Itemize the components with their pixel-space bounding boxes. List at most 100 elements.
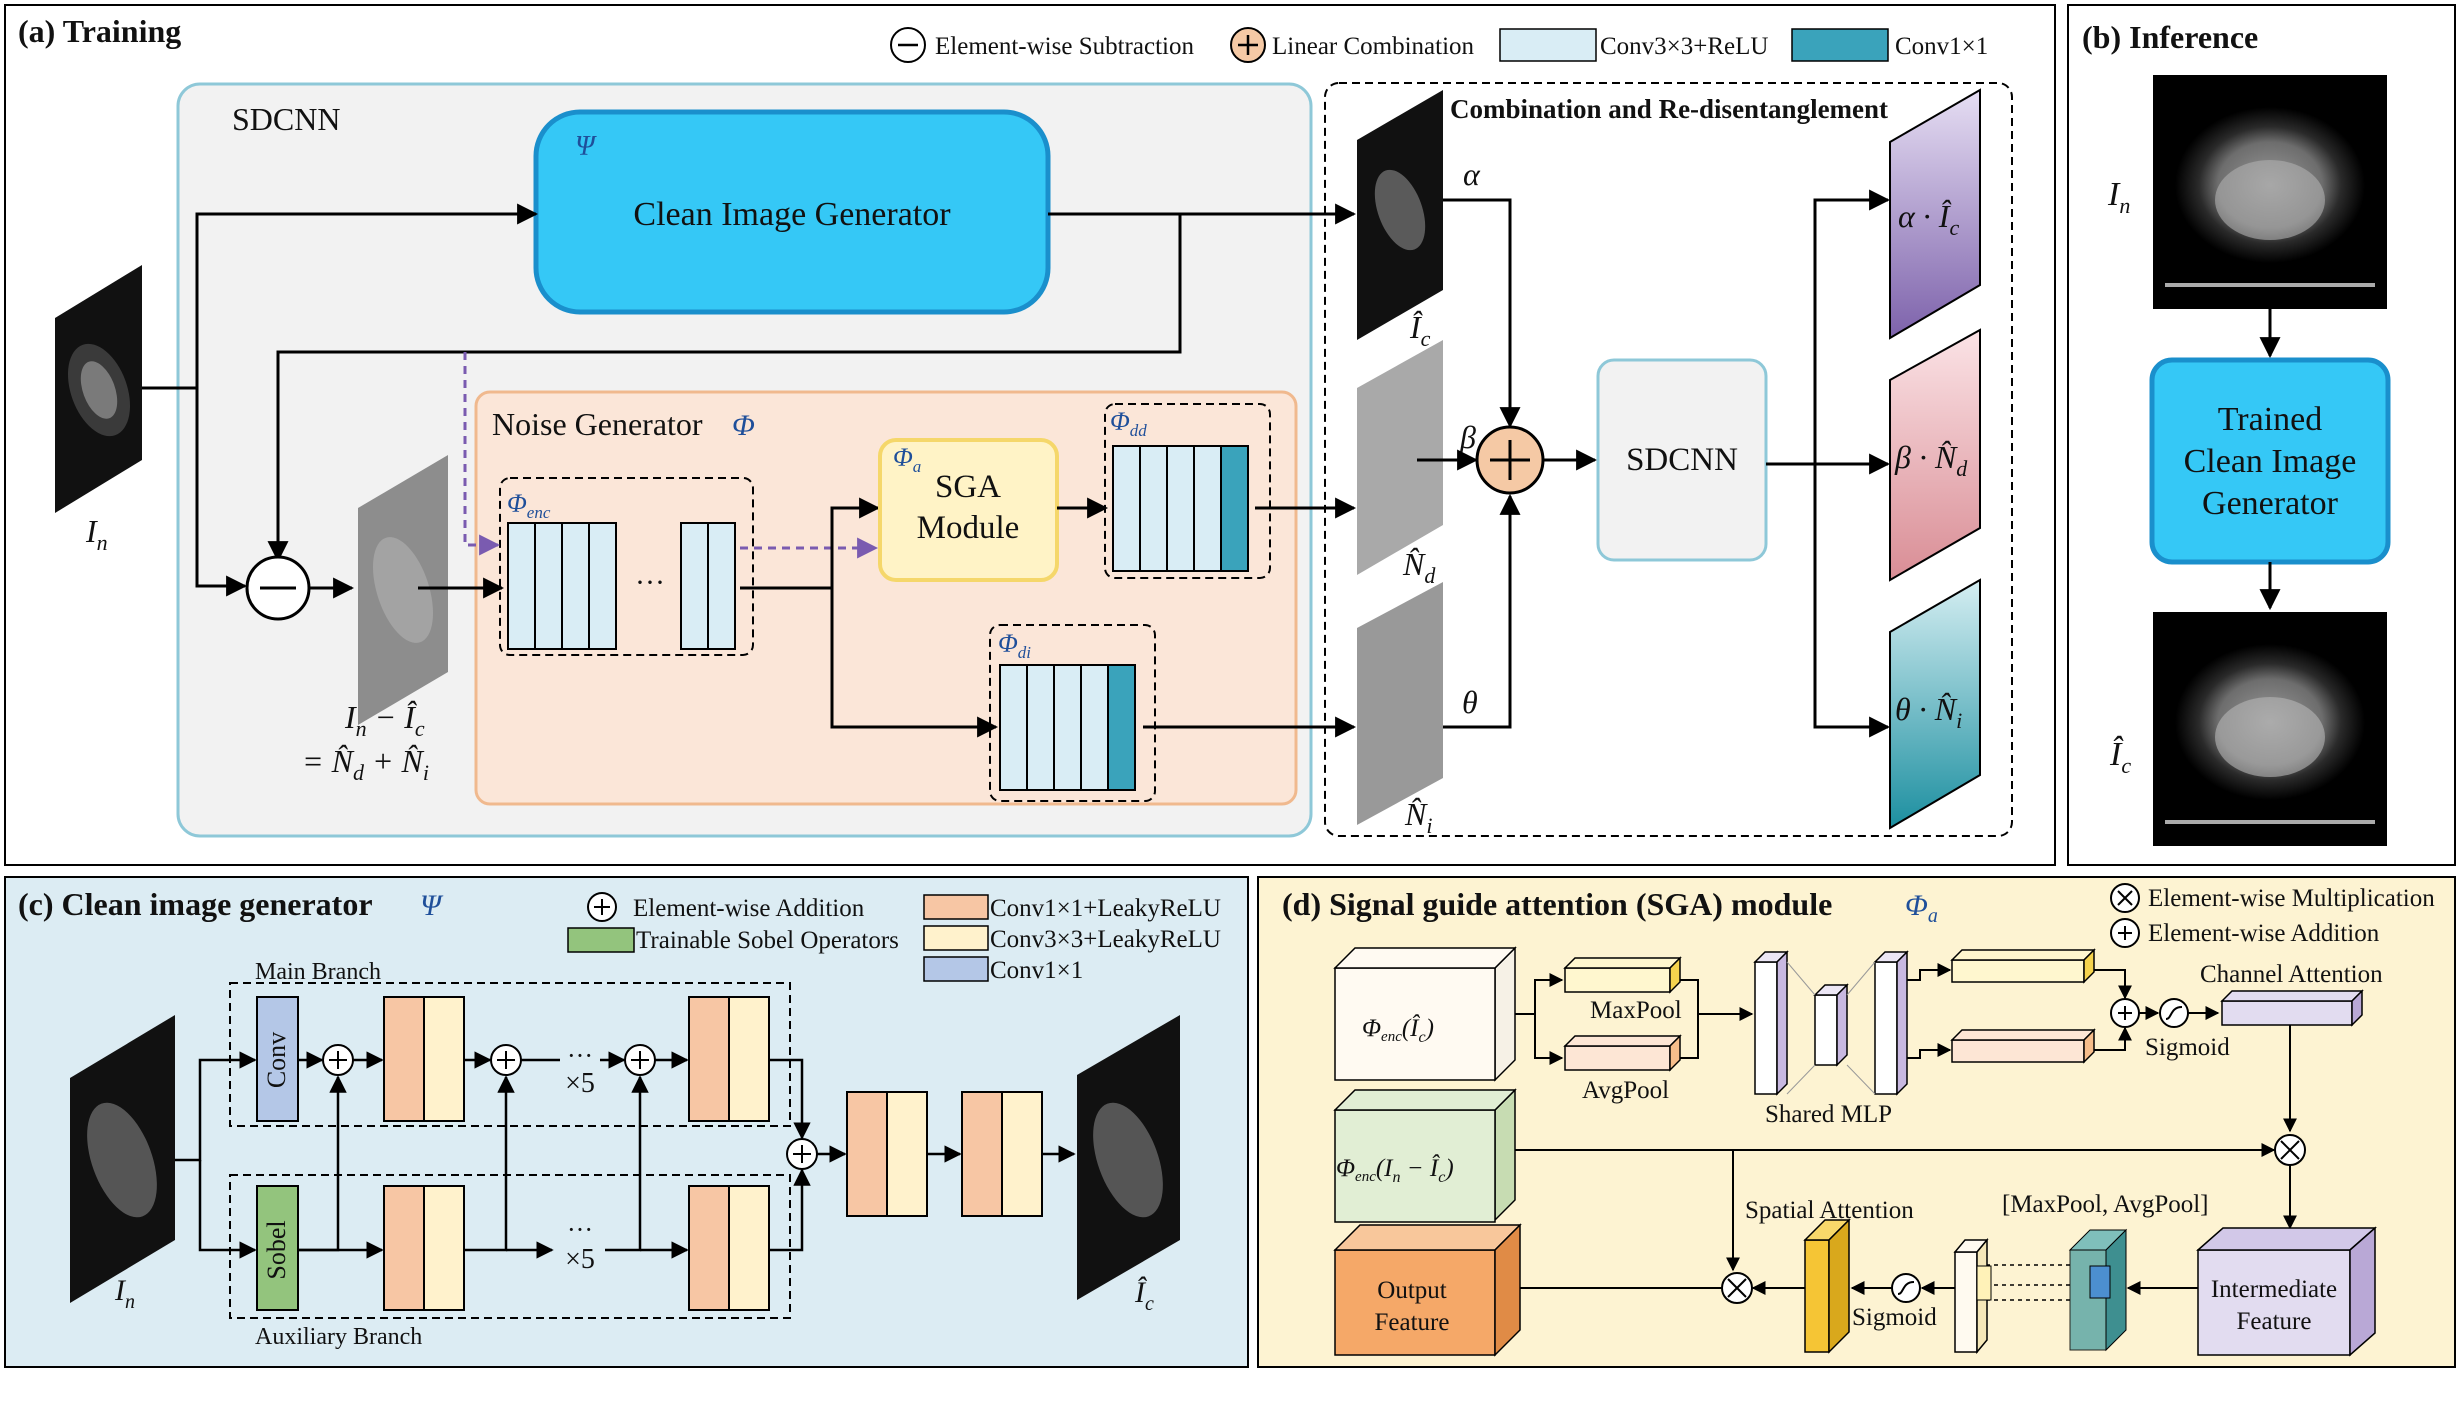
maxpool-bar: [1563, 956, 1682, 994]
pooled-feature-stack: [2068, 1228, 2128, 1352]
legend-conv1-c: Conv1×1: [990, 957, 1083, 984]
output-beta-nd: [1889, 328, 1981, 582]
main-branch-box: [229, 982, 791, 1127]
enc-residual-label: Φenc(In − Îc): [1336, 1154, 1454, 1186]
decoder-di-blocks: [999, 664, 1136, 791]
sga-module-box: [878, 438, 1059, 582]
phi-dd-label: Φdd: [1110, 407, 1147, 440]
output-theta-ni: [1889, 578, 1981, 830]
inference-output-label: Îc: [2109, 736, 2131, 778]
trained-line1: Trained: [2218, 401, 2323, 438]
mlp-out-max: [1950, 948, 2096, 984]
input-label: In: [85, 513, 108, 555]
panel-d-phi: Φa: [1905, 889, 1938, 927]
main-resblock-1: [383, 996, 465, 1122]
beta-label: β: [1459, 419, 1476, 455]
sdcnn-box-label: SDCNN: [1626, 442, 1738, 478]
intermediate-feature-cube: [2196, 1226, 2377, 1357]
output-feature-line1: Output: [1377, 1277, 1447, 1304]
output-alpha-ic: [1889, 88, 1981, 340]
arrow-encoder-to-di: [830, 588, 999, 738]
inference-input-label: In: [2107, 176, 2130, 218]
input-ct-image: [55, 265, 142, 513]
avgpool-label: AvgPool: [1582, 1077, 1669, 1104]
spatial-attention-label: Spatial Attention: [1745, 1197, 1914, 1224]
ni-label: N̂i: [1404, 796, 1432, 838]
legend-conv1-leaky-swatch: [923, 894, 989, 920]
max-avg-pool-label: [MaxPool, AvgPool]: [2002, 1191, 2209, 1218]
legend-subtraction: Element-wise Subtraction: [935, 33, 1194, 60]
pooled-two-channel: [1953, 1237, 1992, 1355]
legend-conv3-relu: Conv3×3+ReLU: [1600, 33, 1768, 60]
decoder-dd-dashed-box: [1104, 403, 1271, 579]
channel-attention-label: Channel Attention: [2200, 961, 2383, 988]
enc-ic-label: Φenc(Îc): [1362, 1014, 1434, 1046]
encoder-blocks: [507, 522, 736, 650]
legend-sobel: Trainable Sobel Operators: [636, 927, 899, 954]
residual-line1: In − Îc: [344, 699, 425, 741]
legend-conv1-swatch: [1791, 28, 1889, 62]
sigmoid-label-channel: Sigmoid: [2145, 1034, 2230, 1061]
panel-d-title: (d) Signal guide attention (SGA) module: [1282, 886, 1832, 922]
main-dots: ···: [567, 1041, 593, 1070]
panel-c-output-label: Îc: [1134, 1276, 1154, 1315]
encoder-dots: ···: [635, 566, 665, 599]
legend-mult: Element-wise Multiplication: [2148, 885, 2435, 912]
aux-resblock-1: [383, 1185, 465, 1311]
theta-label: θ: [1462, 684, 1478, 720]
legend-conv3-leaky-swatch: [923, 925, 989, 951]
legend-add-d: Element-wise Addition: [2148, 920, 2380, 947]
residual-line2: = N̂d + N̂i: [302, 743, 429, 785]
trained-line2: Clean Image: [2184, 443, 2357, 480]
conv-label: Conv: [262, 1032, 291, 1088]
panel-b-title: (b) Inference: [2082, 19, 2258, 55]
panel-b-inference: (b) Inference In Trained Clean Image Gen…: [2067, 4, 2456, 866]
legend-top: Element-wise Subtraction Linear Combinat…: [890, 27, 1988, 63]
legend-conv3-swatch: [1499, 28, 1597, 62]
sigmoid-icon-spatial: [1891, 1273, 1921, 1303]
phi-enc-label: Φenc: [507, 489, 551, 522]
output-feature-line2: Feature: [1375, 1309, 1450, 1336]
arrow-ic-feedback: [267, 214, 1182, 563]
panel-d-sga: (d) Signal guide attention (SGA) module …: [1257, 876, 2456, 1368]
merge-resblock-2: [961, 1091, 1043, 1217]
trained-line3: Generator: [2202, 485, 2339, 522]
aux-branch-label: Auxiliary Branch: [255, 1324, 422, 1350]
intermediate-line2: Feature: [2237, 1308, 2312, 1335]
shared-mlp-label: Shared MLP: [1765, 1101, 1892, 1128]
main-resblock-last: [688, 996, 770, 1122]
ni-image: [1357, 582, 1443, 825]
main-branch-label: Main Branch: [255, 959, 381, 985]
decoder-dd-blocks: [1112, 445, 1249, 572]
aux-branch-box: [229, 1174, 791, 1319]
legend-conv3-leaky: Conv3×3+LeakyReLU: [990, 926, 1221, 953]
panel-c-input-label: In: [114, 1274, 135, 1313]
aux-times5: ×5: [565, 1244, 595, 1275]
output-theta-label: θ · N̂i: [1895, 691, 1962, 733]
legend-conv1: Conv1×1: [1895, 33, 1988, 60]
aux-dots: ···: [567, 1215, 593, 1244]
arrow-input-to-subtract: [195, 388, 248, 597]
residual-image: [358, 455, 448, 725]
psi-symbol: Ψ: [575, 131, 597, 162]
panel-c-clean-generator: (c) Clean image generator Ψ Element-wise…: [4, 876, 1249, 1368]
output-beta-label: β · N̂d: [1894, 439, 1968, 481]
combination-container: [1324, 82, 2013, 837]
sigmoid-label-spatial: Sigmoid: [1852, 1304, 1937, 1331]
channel-attention-bar: [2220, 989, 2364, 1027]
sigmoid-icon-channel: [2159, 998, 2189, 1028]
merge-resblock-1: [846, 1091, 928, 1217]
ic-label: Îc: [1409, 309, 1431, 351]
purple-dashed-arrow-ic: [463, 352, 501, 556]
decoder-di-dashed-box: [989, 624, 1156, 802]
legend-element-add: Element-wise Addition: [633, 895, 865, 922]
panel-a-title: (a) Training: [18, 13, 181, 49]
mlp-out-avg: [1950, 1028, 2096, 1064]
combination-title: Combination and Re-disentanglement: [1450, 94, 1888, 124]
shared-mlp: [1753, 950, 1909, 1096]
nd-image: [1357, 340, 1443, 575]
clean-image-generator-label: Clean Image Generator: [633, 196, 951, 233]
enc-ic-cube: [1333, 946, 1517, 1082]
panel-a-training: (a) Training Element-wise Subtraction Li…: [4, 4, 2056, 866]
